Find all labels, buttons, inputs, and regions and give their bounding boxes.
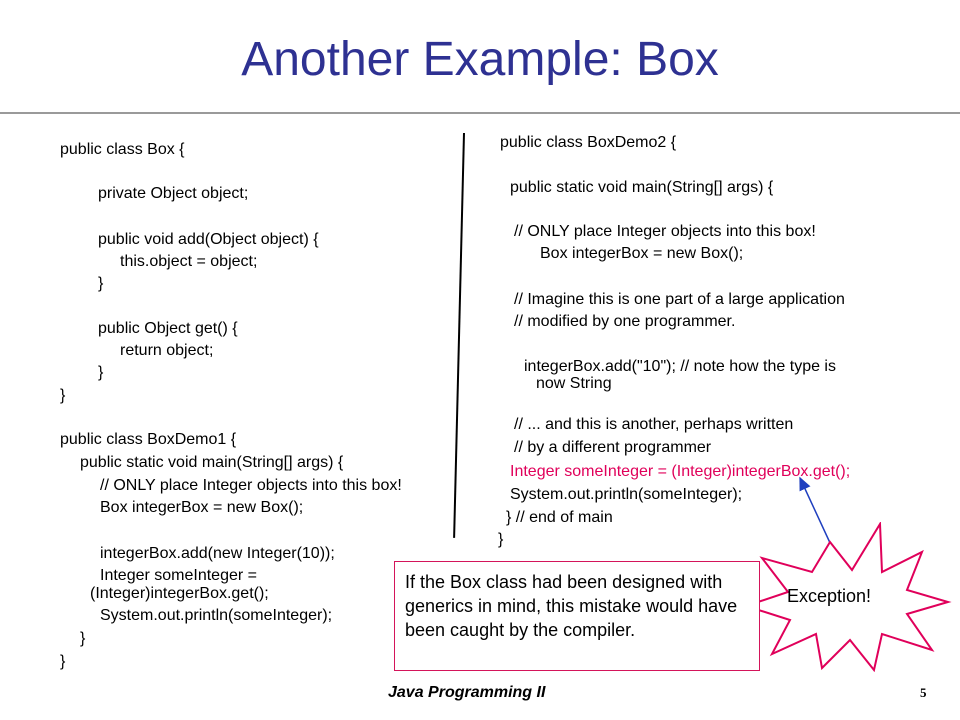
code-line: Box integerBox = new Box();	[100, 499, 304, 516]
code-line: }	[498, 531, 504, 548]
code-line: private Object object;	[98, 185, 249, 202]
page-number: 5	[920, 685, 927, 700]
code-line: // modified by one programmer.	[514, 313, 736, 330]
code-line: }	[98, 275, 104, 292]
code-line: public void add(Object object) {	[98, 231, 319, 248]
code-line: }	[60, 387, 66, 404]
exception-label: Exception!	[787, 586, 872, 606]
code-line: System.out.println(someInteger);	[510, 486, 743, 503]
footer-course-title: Java Programming II	[388, 684, 546, 701]
code-line: integerBox.add("10"); // note how the ty…	[524, 358, 836, 375]
code-line: // ... and this is another, perhaps writ…	[514, 416, 794, 433]
code-line: }	[80, 630, 86, 647]
code-line: public static void main(String[] args) {	[510, 179, 774, 196]
code-line: return object;	[120, 342, 214, 359]
code-line: // ONLY place Integer objects into this …	[100, 477, 402, 494]
slide-title: Another Example: Box	[241, 33, 719, 86]
code-line: public Object get() {	[98, 320, 238, 337]
code-line: this.object = object;	[120, 253, 258, 270]
code-line: // by a different programmer	[514, 439, 712, 456]
code-line: System.out.println(someInteger);	[100, 607, 333, 624]
code-line: public class BoxDemo1 {	[60, 431, 237, 448]
code-line: public static void main(String[] args) {	[80, 454, 344, 471]
code-line: // ONLY place Integer objects into this …	[514, 223, 816, 240]
code-line: public class Box {	[60, 141, 185, 158]
code-line: public class BoxDemo2 {	[500, 134, 677, 151]
code-line: Integer someInteger =	[100, 567, 257, 584]
code-line: Box integerBox = new Box();	[540, 245, 744, 262]
code-line: (Integer)integerBox.get();	[90, 585, 269, 602]
generics-callout: If the Box class had been designed with …	[394, 561, 760, 671]
code-line-highlighted: Integer someInteger = (Integer)integerBo…	[510, 463, 851, 480]
code-line: integerBox.add(new Integer(10));	[100, 545, 335, 562]
title-rule	[0, 112, 960, 114]
exception-burst-shape	[742, 522, 952, 672]
code-line: }	[60, 653, 66, 670]
code-line: // Imagine this is one part of a large a…	[514, 291, 845, 308]
code-line: } // end of main	[506, 509, 613, 526]
code-line: }	[98, 364, 104, 381]
code-line: now String	[536, 375, 612, 392]
